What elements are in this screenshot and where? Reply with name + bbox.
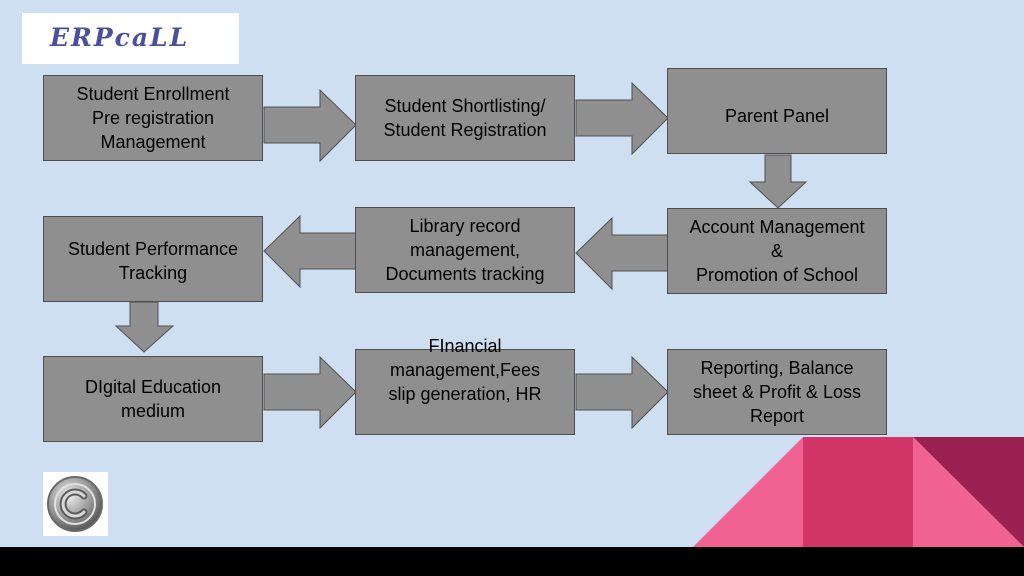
box-reporting: Reporting, Balance sheet & Profit & Loss… bbox=[667, 349, 887, 435]
box-digital-education: DIgital Education medium bbox=[43, 356, 263, 442]
box-parent-panel: Parent Panel bbox=[667, 68, 887, 154]
box-reporting-label: Reporting, Balance sheet & Profit & Loss… bbox=[692, 358, 862, 426]
box-library-record-label: Library record management, Documents tra… bbox=[385, 216, 545, 284]
copyright-badge bbox=[43, 472, 108, 536]
box-student-enrollment: Student Enrollment Pre registration Mana… bbox=[43, 75, 263, 161]
box-account-management: Account Management & Promotion of School bbox=[667, 208, 887, 294]
arrow-right-2 bbox=[575, 81, 669, 156]
arrow-left-1 bbox=[575, 216, 669, 291]
arrow-right-3 bbox=[263, 355, 357, 430]
erpcall-logo: ERPcaLL bbox=[22, 13, 239, 64]
box-library-record: Library record management, Documents tra… bbox=[355, 207, 575, 293]
copyright-icon bbox=[47, 476, 103, 532]
box-student-performance-label: Student Performance Tracking bbox=[67, 239, 239, 283]
logo-text: ERPcaLL bbox=[50, 23, 190, 52]
box-parent-panel-label: Parent Panel bbox=[724, 106, 830, 126]
arrow-right-4 bbox=[575, 355, 669, 430]
bottom-bar bbox=[0, 547, 1024, 576]
arrow-right-1 bbox=[263, 88, 357, 163]
box-student-shortlisting-label: Student Shortlisting/ Student Registrati… bbox=[383, 96, 547, 140]
arrow-down-1 bbox=[748, 154, 808, 209]
box-account-management-label: Account Management & Promotion of School bbox=[689, 217, 865, 285]
arrow-down-2 bbox=[114, 301, 175, 353]
box-student-shortlisting: Student Shortlisting/ Student Registrati… bbox=[355, 75, 575, 161]
box-financial-management: FInancial management,Fees slip generatio… bbox=[355, 336, 575, 435]
box-student-enrollment-label: Student Enrollment Pre registration Mana… bbox=[76, 84, 230, 152]
box-financial-management-label: FInancial management,Fees slip generatio… bbox=[388, 336, 542, 404]
box-digital-education-label: DIgital Education medium bbox=[84, 377, 222, 421]
box-student-performance: Student Performance Tracking bbox=[43, 216, 263, 302]
arrow-left-2 bbox=[263, 214, 357, 289]
